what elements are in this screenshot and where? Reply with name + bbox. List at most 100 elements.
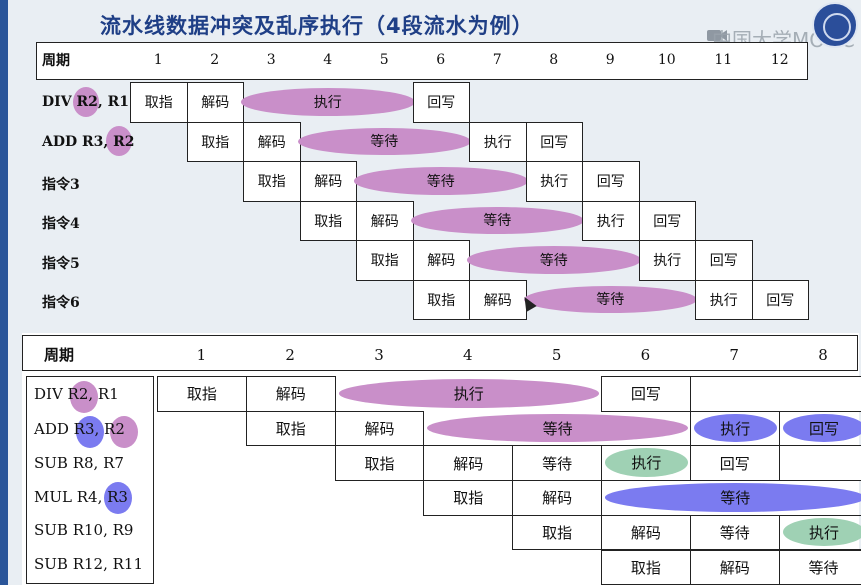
empty-cell [689,376,861,412]
row-label-text: 指令6 [42,295,80,311]
stage-oval-execute: 执行 [338,379,599,408]
top-table-header [36,42,808,80]
stage-cell-decode: 解码 [423,445,514,482]
top-cycle-header: 6 [436,52,446,68]
stage-oval-writeback: 回写 [782,413,861,443]
bottom-row-label: SUB R8, R7 [34,454,124,472]
stage-cell-fetch: 取指 [412,279,470,320]
highlighted-register: R2 [76,94,98,110]
stage-cell-execute: 执行 [525,161,583,202]
row-label-text: 指令4 [42,216,80,232]
stage-oval-wait: 等待 [605,483,861,512]
row-label-text: , R1 [97,94,129,110]
stage-cell-wait: 等待 [689,514,780,551]
bottom-cycle-header: 1 [196,346,207,364]
register-highlight-dot [110,416,138,448]
stage-oval-wait: 等待 [297,127,471,155]
stage-cell-writeback: 回写 [751,279,809,320]
stage-oval-wait: 等待 [354,167,528,195]
stage-cell-fetch: 取指 [334,445,425,482]
stage-cell-decode: 解码 [356,200,414,241]
top-row-label: 指令6 [42,292,80,312]
stage-cell-fetch: 取指 [601,549,691,585]
stage-cell-writeback: 回写 [582,161,640,202]
stage-cell-decode: 解码 [334,410,425,447]
top-cycle-header: 1 [153,52,163,68]
top-cycle-header: 8 [549,52,559,68]
stage-cell-decode: 解码 [469,279,527,320]
stage-cell-decode: 解码 [601,514,691,551]
stage-oval-wait: 等待 [467,246,641,274]
stage-oval-wait: 等待 [410,206,584,234]
stage-cell-fetch: 取指 [423,480,514,516]
bottom-cycle-header: 8 [818,346,828,364]
stage-cell-wait: 等待 [778,549,861,585]
bottom-table-label-column [26,376,154,584]
row-label-text: DIV [42,94,77,110]
stage-cell-writeback: 回写 [525,121,583,162]
row-label-text: ADD R3, [42,134,114,150]
stage-cell-decode: 解码 [689,549,780,585]
bottom-cycle-header: 4 [463,346,473,364]
stage-cell-decode: 解码 [412,240,470,281]
stage-cell-fetch: 取指 [130,82,188,123]
top-cycle-header: 9 [605,52,615,68]
stage-cell-execute: 执行 [469,121,527,162]
bottom-table-header [22,335,858,371]
bottom-row-label: DIV R2, R1 [34,385,119,403]
stage-cell-writeback: 回写 [601,376,691,412]
bottom-table-header-label: 周期 [44,346,75,364]
stage-cell-decode: 解码 [512,480,602,516]
stage-cell-writeback: 回写 [695,240,753,281]
stage-cell-fetch: 取指 [157,376,247,412]
stage-cell-fetch: 取指 [356,240,414,281]
row-label-text: 指令5 [42,256,80,272]
register-highlight-dot [76,416,104,448]
bottom-row-label: ADD R3, R2 [34,420,125,438]
highlighted-register: R2 [113,134,135,150]
stage-cell-fetch: 取指 [245,410,336,447]
top-row-label: 指令4 [42,213,80,233]
stage-cell-decode: 解码 [299,161,357,202]
register-highlight-dot [73,87,99,117]
bottom-cycle-header: 7 [729,346,739,364]
top-table-header-label: 周期 [42,53,70,69]
top-row-label: 指令5 [42,253,80,273]
stage-cell-decode: 解码 [243,121,301,162]
bottom-row-label: SUB R10, R9 [34,521,134,539]
stage-cell-fetch: 取指 [243,161,301,202]
stage-cell-execute: 执行 [695,279,753,320]
row-label-text: 指令3 [42,177,80,193]
stage-oval-execute: 执行 [782,517,861,547]
top-row-label: DIV R2, R1 [42,94,129,110]
stage-cell-writeback: 回写 [412,82,470,123]
stage-cell-wait [601,480,861,516]
university-logo [812,2,858,48]
bottom-row-label: SUB R12, R11 [34,555,144,573]
stage-cell-writeback: 回写 [689,445,780,482]
bottom-cycle-header: 2 [285,346,295,364]
top-cycle-header: 3 [266,52,276,68]
stage-cell-fetch: 取指 [186,121,244,162]
empty-cell [778,445,861,482]
register-highlight-dot [104,482,132,514]
bottom-cycle-header: 6 [640,346,651,364]
register-highlight-dot [70,381,98,413]
bottom-row-label: MUL R4, R3 [34,488,128,506]
top-row-label: ADD R3, R2 [42,134,135,150]
stage-oval-execute: 执行 [241,88,415,116]
stage-cell-writeback: 回写 [638,200,696,241]
top-cycle-header: 4 [323,52,333,68]
stage-oval-wait: 等待 [427,413,688,443]
bottom-cycle-header: 5 [551,346,562,364]
stage-cell-execute: 执行 [582,200,640,241]
stage-cell-decode: 解码 [245,376,336,412]
stage-cell-fetch: 取指 [512,514,602,551]
stage-oval-execute: 执行 [693,413,777,443]
stage-cell-wait: 等待 [512,445,602,482]
top-cycle-header: 5 [379,52,389,68]
top-cycle-header: 11 [714,52,733,68]
stage-oval-wait: 等待 [523,285,697,313]
top-cycle-header: 10 [657,52,676,68]
left-accent-bar [0,0,8,585]
